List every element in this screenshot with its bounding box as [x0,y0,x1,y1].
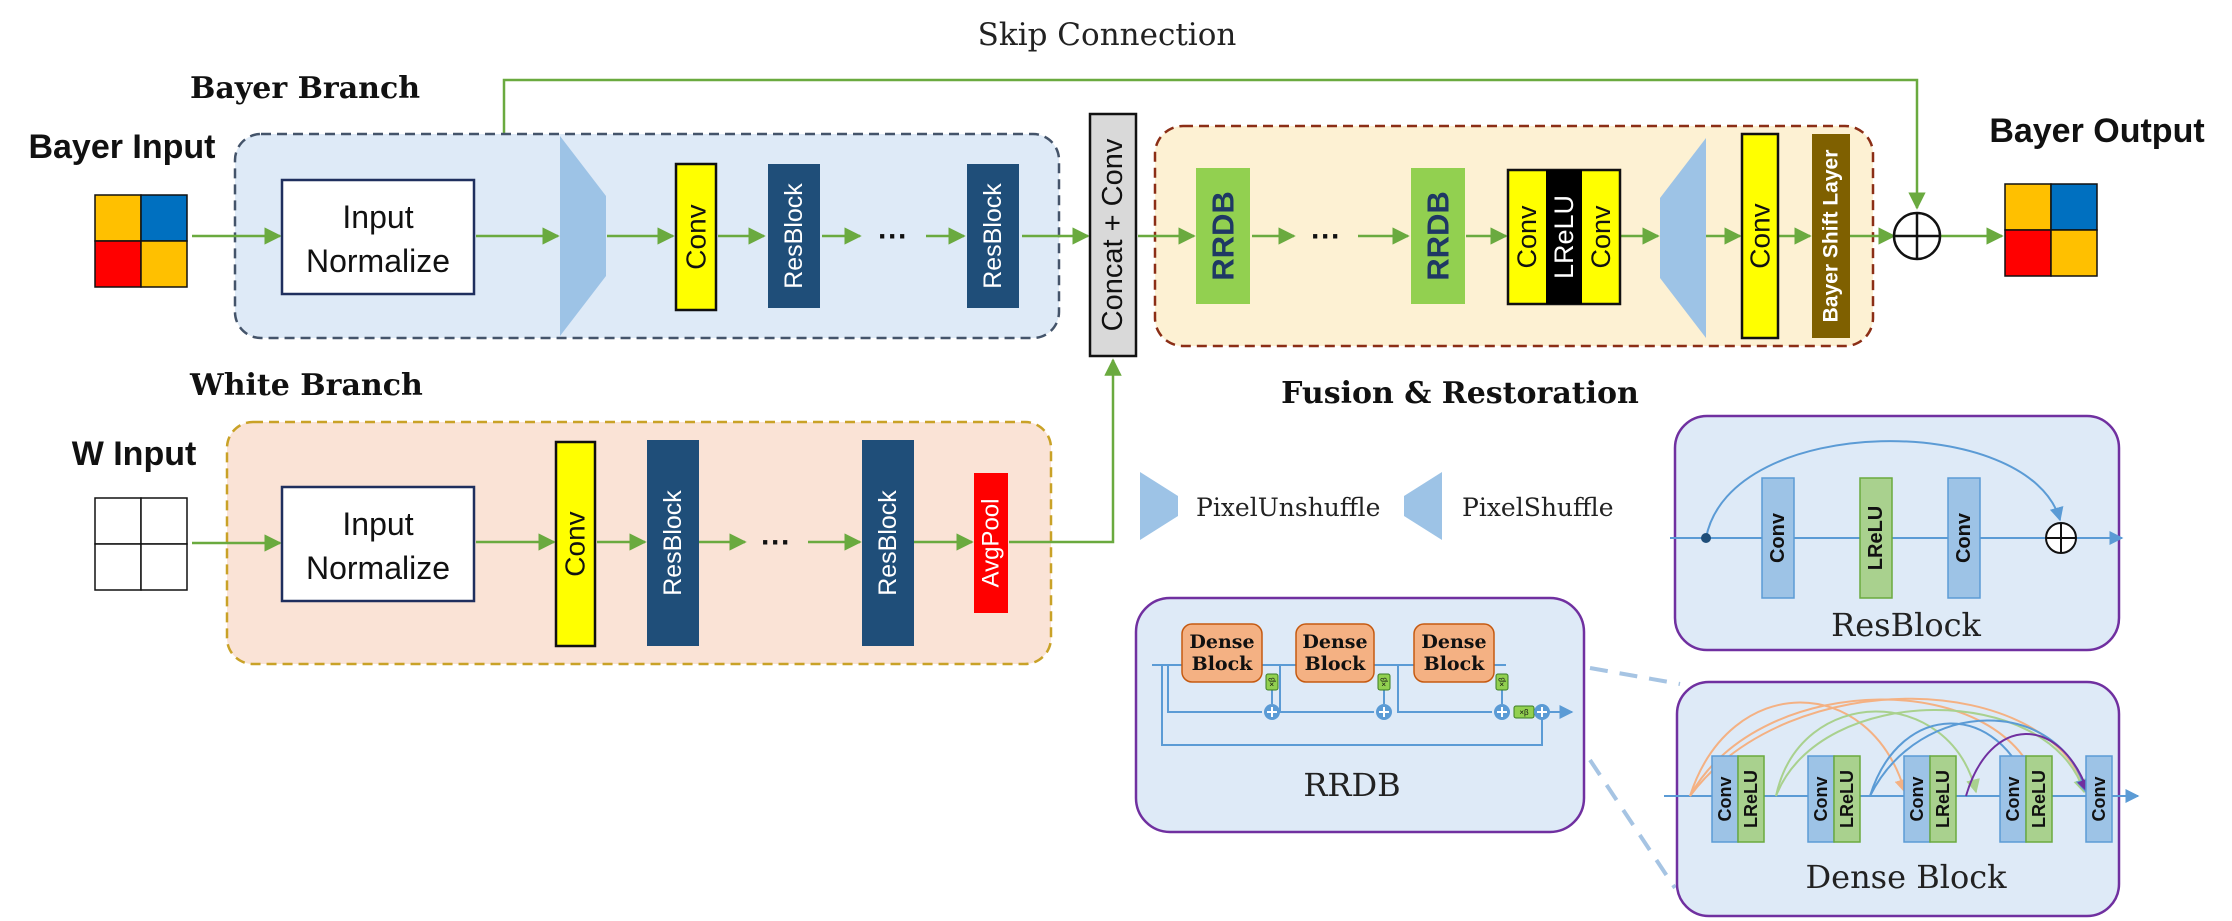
inset-connector-lines [1588,666,1681,890]
rrdb-beta-3: ×β [1498,677,1507,687]
resblock-inset-conv-2-label: Conv [1953,512,1975,563]
white-conv-block [554,440,597,648]
dense-block-layers [1711,755,2113,843]
concat-conv-block [1088,112,1138,358]
fusion-ellipsis: ··· [1311,220,1341,253]
dense-conv-2: Conv [1811,777,1831,822]
rrdb-dense-1-line1: Dense [1189,631,1254,653]
rrdb-beta-1: ×β [1268,677,1277,687]
resblock-inset-lrelu [1859,477,1893,599]
fusion-conv-a-label: Conv [1512,205,1542,269]
fusion-title: Fusion & Restoration [1281,376,1639,411]
rrdb-inset-title: RRDB [1303,766,1400,804]
fusion-conv-b-label: Conv [1586,205,1616,269]
bayer-output-mosaic [2004,183,2098,277]
bayer-conv-label: Conv [681,204,712,269]
w-input-label: W Input [72,435,197,473]
bayer-input-normalize-line1: Input [342,199,413,235]
skip-connection-label: Skip Connection [978,17,1237,53]
resblock-inset-title: ResBlock [1831,606,1981,644]
fusion-pixel-shuffle-shape [1660,138,1706,338]
bayer-conv-block [674,162,718,312]
white-ellipsis: ··· [761,526,791,559]
white-conv-label: Conv [560,511,591,576]
fusion-conv-label: Conv [1745,203,1776,268]
bayer-branch-title: Bayer Branch [190,71,420,106]
rrdb-dense-3-line2: Block [1424,653,1486,675]
resblock-inset-conv-2 [1947,477,1981,599]
rrdb-add-icons [1264,704,1550,720]
white-resblock-1-label: ResBlock [659,490,687,596]
resblock-inset-lrelu-label: LReLU [1865,506,1887,570]
white-resblock-1 [647,440,699,646]
bayer-input-normalize-block [280,178,476,296]
w-input-normalize-block [280,485,476,603]
bayer-input-mosaic [94,194,188,288]
dense-lrelu-4: LReLU [2029,770,2049,828]
fusion-rrdb-1-label: RRDB [1206,191,1241,281]
white-avgpool-block [974,473,1008,613]
resblock-inset-add-icon [2045,522,2077,554]
bayer-input-normalize-line2: Normalize [306,243,450,279]
bayer-shift-layer-label: Bayer Shift Layer [1820,150,1843,323]
rrdb-inset-dense-blocks [1181,623,1495,683]
rrdb-beta-badges [1265,673,1535,719]
rrdb-dense-3-line1: Dense [1421,631,1486,653]
fusion-lrelu-label: LReLU [1549,195,1579,279]
bayer-output-label: Bayer Output [1989,112,2204,150]
bayer-shift-layer-block [1812,134,1850,338]
dense-conv-4: Conv [2003,777,2023,822]
pixel-unshuffle-legend-icon [1140,472,1178,540]
resblock-inset-lines [1670,440,2124,545]
pixel-shuffle-legend-label: PixelShuffle [1462,493,1614,522]
rrdb-beta-2: ×β [1380,677,1389,687]
dense-lrelu-2: LReLU [1837,770,1857,828]
white-resblock-2 [862,440,914,646]
fusion-conv-lrelu-conv [1506,168,1622,306]
output-add-icon [1892,211,1942,261]
rrdb-beta-4: ×β [1519,708,1529,717]
bayer-ellipsis: ··· [878,220,908,253]
fusion-conv-block [1740,132,1780,340]
dense-conv-5: Conv [2089,777,2109,822]
pixel-unshuffle-legend-label: PixelUnshuffle [1196,493,1380,522]
dense-conv-3: Conv [1907,777,1927,822]
dense-conv-1: Conv [1715,777,1735,822]
dense-block-inset-title: Dense Block [1805,858,2007,896]
fusion-rrdb-2-label: RRDB [1421,191,1456,281]
concat-conv-label: Concat + Conv [1097,138,1129,331]
fusion-rrdb-1 [1196,168,1250,304]
w-input-normalize-line2: Normalize [306,550,450,586]
pixel-shuffle-legend-icon [1404,472,1442,540]
rrdb-dense-1-line2: Block [1192,653,1254,675]
bayer-input-label: Bayer Input [28,128,215,166]
bayer-resblock-1 [768,164,820,308]
w-input-grid [94,497,188,591]
dense-lrelu-3: LReLU [1933,770,1953,828]
bayer-resblock-2 [967,164,1019,308]
resblock-inset-conv-1-label: Conv [1767,512,1789,563]
resblock-inset-conv-1 [1761,477,1795,599]
rrdb-inset-lines [1152,664,1574,746]
bayer-pixel-unshuffle-shape [560,136,606,336]
fusion-rrdb-2 [1411,168,1465,304]
rrdb-dense-2-line2: Block [1305,653,1367,675]
white-resblock-2-label: ResBlock [874,490,902,596]
bayer-resblock-1-label: ResBlock [780,183,808,289]
dense-lrelu-1: LReLU [1741,770,1761,828]
white-branch-arrows [192,358,1122,552]
white-branch-title: White Branch [189,368,423,403]
rrdb-dense-2-line1: Dense [1302,631,1367,653]
bayer-resblock-2-label: ResBlock [979,183,1007,289]
w-input-normalize-line1: Input [342,506,413,542]
white-avgpool-label: AvgPool [978,499,1005,588]
